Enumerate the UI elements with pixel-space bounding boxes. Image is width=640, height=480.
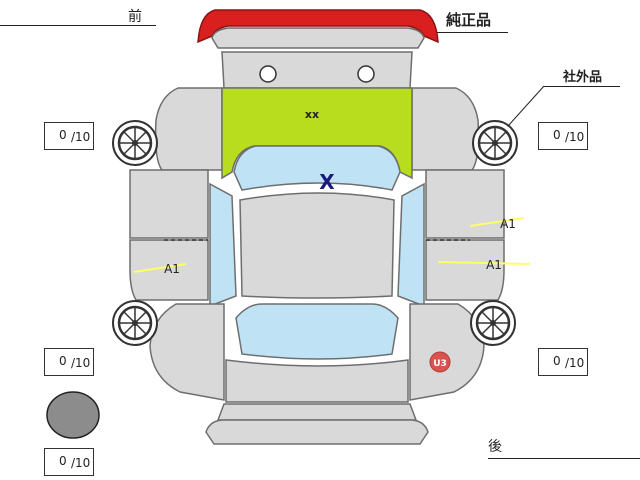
tread-value: 0	[59, 128, 67, 142]
rear-right-wheel[interactable]	[469, 299, 517, 347]
tread-value: 0	[553, 128, 561, 142]
windshield[interactable]	[233, 145, 401, 191]
damage-mark-hood: xx	[305, 108, 319, 121]
left-front-fender[interactable]	[154, 87, 223, 171]
damage-mark-right-rear-door: A1	[486, 258, 502, 272]
genuine-parts-label: 純正品	[446, 11, 492, 29]
front-grille[interactable]	[221, 51, 413, 89]
tread-unit: /10	[71, 356, 91, 370]
tread-value: 0	[59, 354, 67, 368]
tread-unit: /10	[71, 130, 91, 144]
aftermarket-pointer	[507, 85, 545, 127]
front-label: 前	[128, 9, 142, 25]
aftermarket-parts-label: 社外品	[563, 70, 603, 85]
tread-unit: /10	[71, 456, 91, 470]
tread-gauge-rear-right: 0 /10	[538, 348, 588, 376]
rear-bumper-lower[interactable]	[205, 419, 429, 445]
right-front-door[interactable]	[425, 169, 505, 239]
tread-gauge-front-right: 0 /10	[538, 122, 588, 150]
left-rear-door[interactable]	[129, 239, 209, 301]
left-side-window[interactable]	[209, 182, 237, 308]
damage-badge-label: U3	[433, 359, 447, 369]
front-bumper-lower	[211, 27, 425, 49]
right-rear-door[interactable]	[425, 239, 505, 301]
damage-mark-windshield: X	[319, 170, 335, 194]
front-underline	[0, 25, 156, 26]
rear-window[interactable]	[235, 303, 399, 360]
rear-underline	[488, 458, 640, 459]
spare-tire-icon	[46, 391, 100, 439]
tread-gauge-front-left: 0 /10	[44, 122, 94, 150]
right-front-fender[interactable]	[411, 87, 480, 171]
right-headlight[interactable]	[357, 65, 375, 83]
tread-unit: /10	[565, 130, 585, 144]
right-rear-quarter[interactable]	[409, 303, 485, 401]
tread-gauge-rear-left: 0 /10	[44, 348, 94, 376]
rear-left-wheel[interactable]	[111, 299, 159, 347]
tread-value: 0	[553, 354, 561, 368]
damage-mark-right-front-door: A1	[500, 217, 516, 231]
roof-panel[interactable]	[239, 192, 395, 299]
damage-line-left-rear-door	[133, 263, 187, 273]
rear-label: 後	[488, 439, 502, 455]
tread-value: 0	[59, 454, 67, 468]
trunk-lid[interactable]	[225, 359, 409, 403]
damage-line-right-rear-door	[437, 261, 531, 265]
genuine-underline	[436, 32, 508, 33]
tread-unit: /10	[565, 356, 585, 370]
front-right-wheel[interactable]	[471, 119, 519, 167]
front-left-wheel[interactable]	[111, 119, 159, 167]
right-side-window[interactable]	[397, 182, 425, 308]
left-rear-quarter[interactable]	[149, 303, 225, 401]
aftermarket-underline	[544, 86, 620, 87]
damage-badge-rear-quarter[interactable]: U3	[429, 351, 451, 373]
left-front-door[interactable]	[129, 169, 209, 239]
rear-bumper[interactable]	[216, 403, 418, 421]
damage-mark-left-rear-door: A1	[164, 262, 180, 276]
tread-gauge-spare: 0 /10	[44, 448, 94, 476]
damage-line-right-front-door	[469, 217, 525, 227]
left-headlight[interactable]	[259, 65, 277, 83]
